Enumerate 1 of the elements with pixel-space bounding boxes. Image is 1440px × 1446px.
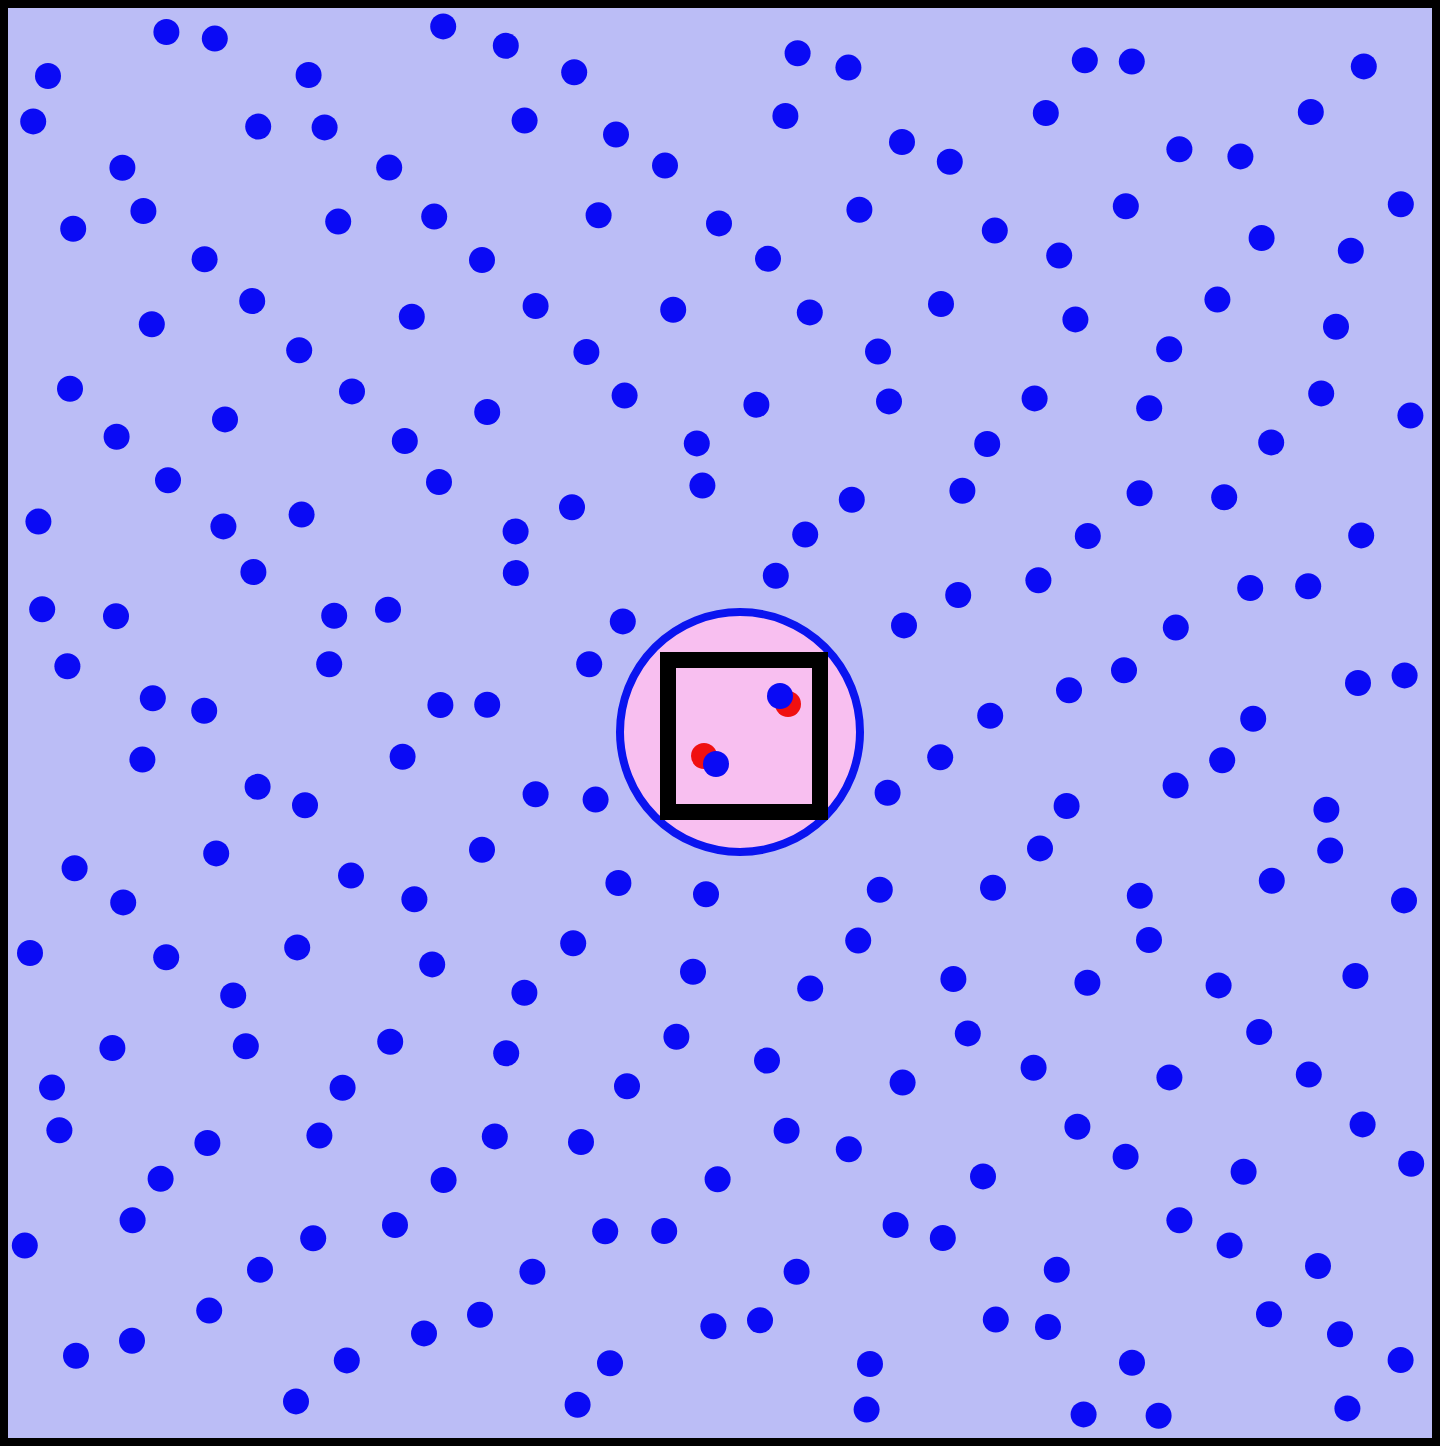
square-box bbox=[660, 652, 828, 820]
